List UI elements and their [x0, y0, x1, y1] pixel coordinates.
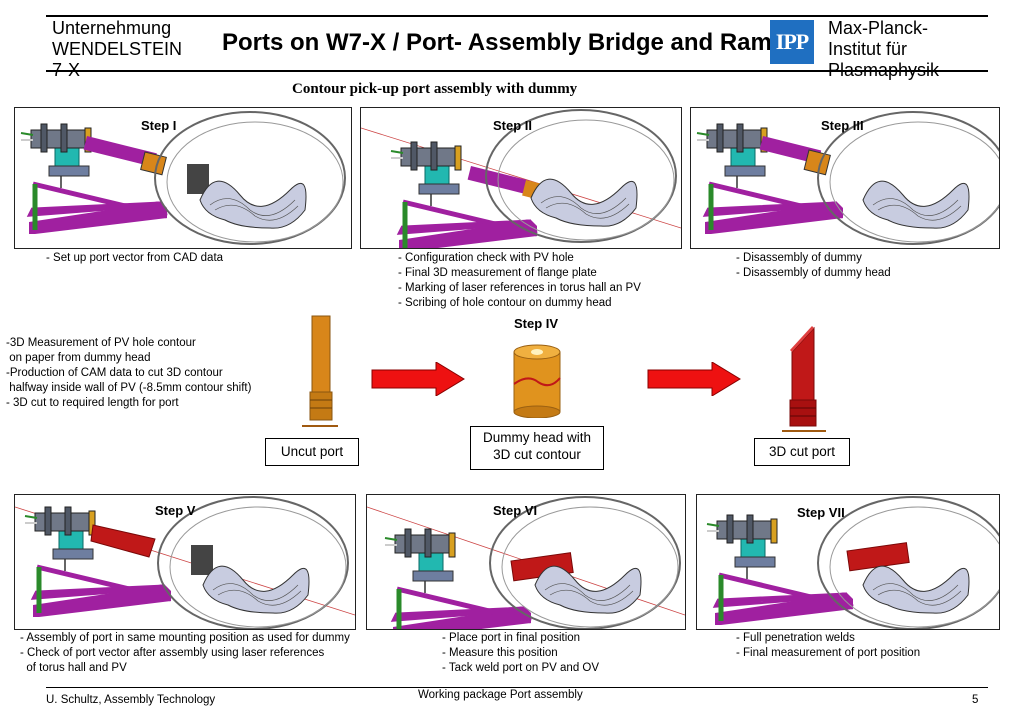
ipp-logo: IPP	[770, 20, 814, 64]
step7-panel: Step VII	[696, 494, 1000, 630]
header-top-rule	[46, 15, 988, 17]
step2-label: Step II	[493, 118, 533, 133]
cut-port-caption: 3D cut port	[754, 438, 850, 466]
footer-center: Working package Port assembly	[418, 689, 583, 701]
page-number: 5	[972, 694, 979, 706]
step5-illustration	[15, 496, 355, 629]
step7-notes: - Full penetration welds - Final measure…	[736, 632, 921, 659]
org-left-line1: Unternehmung	[52, 18, 172, 38]
org-left-line2: WENDELSTEIN	[52, 39, 183, 59]
footer-author: U. Schultz, Assembly Technology	[46, 694, 216, 706]
uncut-port-illustration	[302, 315, 338, 427]
uncut-port-caption: Uncut port	[265, 438, 359, 466]
step6-panel: Step VI	[366, 494, 686, 630]
step5-notes: - Assembly of port in same mounting posi…	[20, 632, 350, 674]
dummy-caption-line2: 3D cut contour	[493, 447, 581, 462]
step6-illustration	[367, 496, 685, 629]
step6-label: Step VI	[493, 503, 538, 518]
step6-notes: - Place port in final position - Measure…	[442, 632, 600, 674]
cut-port-illustration	[782, 326, 826, 432]
step1-label: Step I	[141, 118, 177, 133]
step4-notes: -3D Measurement of PV hole contour on pa…	[6, 337, 252, 409]
step7-illustration	[697, 496, 999, 629]
step5-panel: Step V	[14, 494, 356, 630]
right-arrow-2	[647, 362, 741, 396]
step1-panel: Step I	[14, 107, 352, 249]
page-title: Ports on W7-X / Port- Assembly Bridge an…	[222, 29, 787, 56]
step3-label: Step III	[821, 118, 864, 133]
org-right-line1: Max-Planck-	[828, 18, 929, 38]
slide-subtitle: Contour pick-up port assembly with dummy	[292, 81, 578, 97]
step2-illustration	[361, 109, 681, 248]
header-bottom-rule	[46, 70, 988, 72]
dummy-caption-line1: Dummy head with	[482, 430, 592, 445]
right-arrow-1	[371, 362, 465, 396]
step2-panel: Step II	[360, 107, 682, 249]
step5-label: Step V	[155, 503, 196, 518]
step1-notes: - Set up port vector from CAD data	[46, 252, 224, 264]
dummy-head-illustration	[513, 344, 561, 418]
step3-illustration	[691, 111, 999, 245]
step3-notes: - Disassembly of dummy - Disassembly of …	[736, 252, 891, 279]
org-left: Unternehmung WENDELSTEIN 7-X	[52, 18, 182, 81]
footer-rule	[46, 687, 988, 688]
dummy-head-caption: Dummy head with 3D cut contour	[470, 426, 604, 470]
step7-label: Step VII	[797, 505, 845, 520]
step3-panel: Step III	[690, 107, 1000, 249]
step4-label: Step IV	[514, 316, 559, 331]
step1-illustration	[15, 111, 346, 245]
org-right-line2: Institut für	[828, 39, 908, 59]
step2-notes: - Configuration check with PV hole - Fin…	[398, 252, 641, 309]
